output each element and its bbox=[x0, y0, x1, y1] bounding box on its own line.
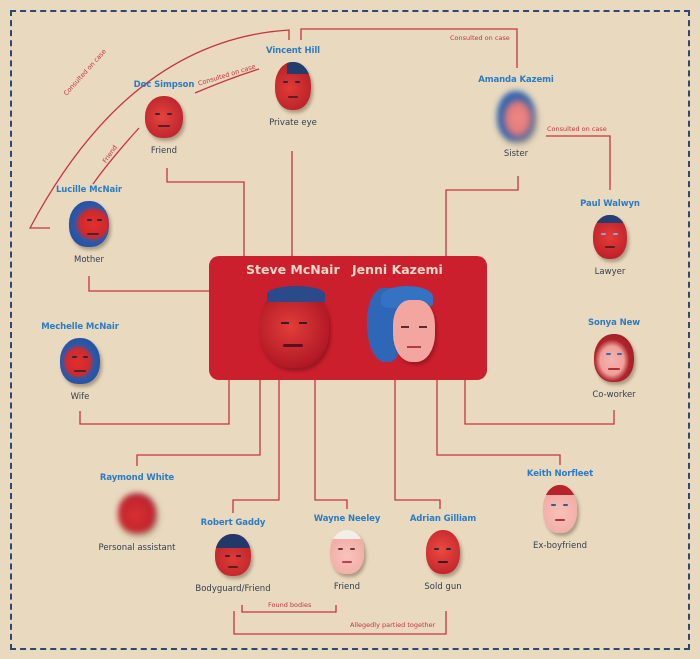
portrait-adrian-gilliam bbox=[426, 530, 460, 574]
person-name: Sonya New bbox=[587, 318, 641, 328]
edge-label-amanda-paul: Consulted on case bbox=[547, 125, 607, 133]
person-amanda-kazemi: Amanda Kazemi Sister bbox=[446, 75, 586, 159]
portrait-vincent-hill bbox=[275, 62, 311, 110]
person-name: Paul Walwyn bbox=[580, 199, 640, 209]
person-name: Adrian Gilliam bbox=[409, 514, 477, 524]
edge-label-found-bodies: Found bodies bbox=[268, 601, 312, 609]
person-name: Robert Gaddy bbox=[200, 518, 266, 528]
person-name: Mechelle McNair bbox=[41, 322, 119, 332]
edge-label-partied-together: Allegedly partied together bbox=[350, 621, 436, 629]
person-name: Wayne Neeley bbox=[313, 514, 381, 524]
person-role: Mother bbox=[74, 255, 104, 265]
portrait-sonya-new bbox=[594, 334, 634, 382]
portrait-doc-simpson bbox=[145, 96, 183, 138]
person-role: Co-worker bbox=[592, 390, 636, 400]
person-role: Bodyguard/Friend bbox=[195, 584, 271, 594]
person-role: Friend bbox=[333, 582, 361, 592]
portrait-steve-mcnair bbox=[259, 286, 329, 368]
person-doc-simpson: Doc Simpson Friend bbox=[94, 80, 234, 156]
dashed-border-frame bbox=[10, 10, 690, 650]
person-role: Personal assistant bbox=[98, 543, 176, 553]
person-role: Ex-boyfriend bbox=[533, 541, 587, 551]
edge-label-vincent-amanda: Consulted on case bbox=[450, 34, 510, 42]
person-lucille-mcnair: Lucille McNair Mother bbox=[19, 185, 159, 265]
person-sonya-new: Sonya New Co-worker bbox=[544, 318, 684, 400]
person-mechelle-mcnair: Mechelle McNair Wife bbox=[10, 322, 150, 402]
person-name: Raymond White bbox=[99, 473, 175, 483]
portrait-keith-norfleet bbox=[543, 485, 577, 533]
portrait-mechelle-mcnair bbox=[60, 338, 100, 384]
person-vincent-hill: Vincent Hill Private eye bbox=[223, 46, 363, 128]
person-keith-norfleet: Keith Norfleet Ex-boyfriend bbox=[490, 469, 630, 551]
person-raymond-white: Raymond White Personal assistant bbox=[67, 473, 207, 553]
portrait-wayne-neeley bbox=[330, 530, 364, 574]
center-name-steve-mcnair: Steve McNair bbox=[246, 262, 340, 277]
person-wayne-neeley: Wayne Neeley Friend bbox=[277, 514, 417, 592]
person-robert-gaddy: Robert Gaddy Bodyguard/Friend bbox=[163, 518, 303, 594]
person-name: Lucille McNair bbox=[55, 185, 123, 195]
person-role: Private eye bbox=[269, 118, 317, 128]
person-role: Sold gun bbox=[424, 582, 462, 592]
person-adrian-gilliam: Adrian Gilliam Sold gun bbox=[373, 514, 513, 592]
person-role: Friend bbox=[150, 146, 178, 156]
person-name: Vincent Hill bbox=[266, 46, 320, 56]
portrait-jenni-kazemi bbox=[367, 286, 443, 374]
person-name: Keith Norfleet bbox=[526, 469, 594, 479]
center-name-jenni-kazemi: Jenni Kazemi bbox=[352, 262, 443, 277]
person-role: Lawyer bbox=[594, 267, 626, 277]
person-role: Wife bbox=[70, 392, 90, 402]
person-name: Amanda Kazemi bbox=[478, 75, 554, 85]
center-subjects-box: Steve McNair Jenni Kazemi bbox=[209, 256, 487, 380]
portrait-paul-walwyn bbox=[593, 215, 627, 259]
portrait-amanda-kazemi bbox=[497, 91, 535, 141]
person-paul-walwyn: Paul Walwyn Lawyer bbox=[540, 199, 680, 277]
portrait-lucille-mcnair bbox=[69, 201, 109, 247]
person-name: Doc Simpson bbox=[133, 80, 195, 90]
portrait-robert-gaddy bbox=[215, 534, 251, 576]
portrait-raymond-white bbox=[118, 493, 156, 533]
person-role: Sister bbox=[503, 149, 529, 159]
